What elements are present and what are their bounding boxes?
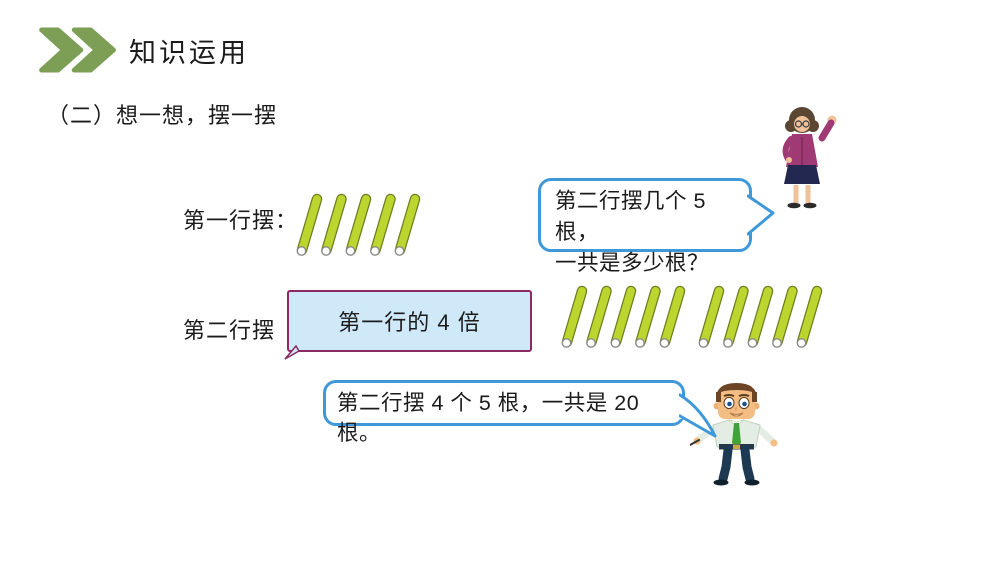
double-chevron-right-icon <box>39 27 116 73</box>
page-title: 知识运用 <box>129 38 249 68</box>
row2-sticks-group1 <box>558 282 690 359</box>
student-speech-bubble <box>323 380 685 426</box>
callout-tail-icon <box>284 345 301 360</box>
teacher-character <box>782 107 837 209</box>
section-subtitle: （二）想一想，摆一摆 <box>47 103 278 128</box>
student-bubble-tail-icon <box>679 393 717 438</box>
row1-sticks <box>293 190 425 267</box>
row2-sticks-group2 <box>695 282 827 359</box>
teacher-bubble-tail-icon <box>747 194 775 236</box>
row2-label: 第二行摆 <box>183 318 276 343</box>
teacher-bubble-text: 第二行摆几个 5 根， 一共是多少根？ <box>555 189 710 275</box>
row2-callout-box: 第一行的 4 倍 <box>287 290 532 352</box>
student-bubble-text: 第二行摆 4 个 5 根，一共是 20 根。 <box>337 391 640 445</box>
row1-label: 第一行摆： <box>183 208 299 233</box>
student-character <box>690 383 778 486</box>
row2-callout-label: 第一行的 4 倍 <box>338 310 481 335</box>
